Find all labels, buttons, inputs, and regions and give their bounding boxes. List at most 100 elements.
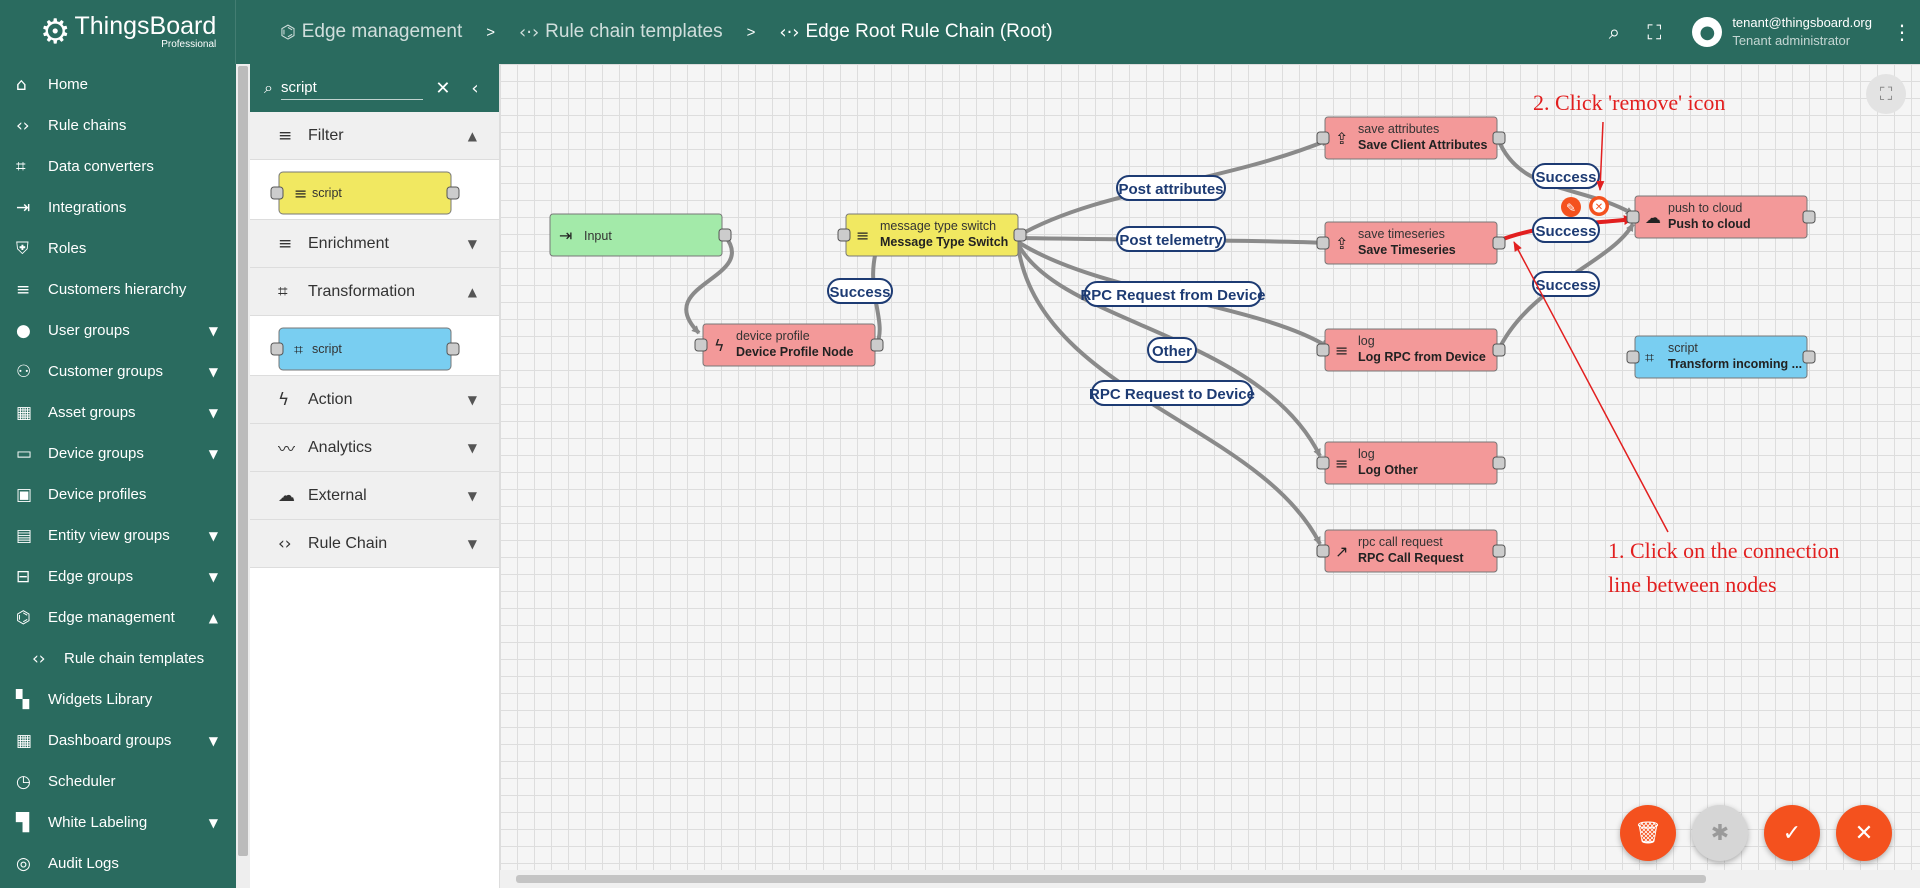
canvas-scroll-thumb[interactable] [516,875,1706,883]
transform-icon: ⌗ [278,281,288,302]
sidebar-item-device-groups[interactable]: ▭Device groups▼ [16,443,218,464]
svg-text:Other: Other [1152,343,1192,360]
sidebar-item-customer-groups[interactable]: ⚇Customer groups▼ [16,361,218,382]
canvas-horizontal-scrollbar[interactable] [500,870,1920,888]
sidebar-item-rule-chains[interactable]: ‹›Rule chains [16,115,127,136]
library-node-label: script [312,342,342,356]
edge-label-success-attr[interactable]: Success [1532,163,1600,189]
svg-text:Save Timeseries: Save Timeseries [1358,243,1456,257]
sidebar-item-customers-hierarchy[interactable]: ≡Customers hierarchy [16,279,187,300]
svg-text:Post telemetry: Post telemetry [1119,232,1223,249]
sidebar-item-entity-view-groups[interactable]: ▤Entity view groups▼ [16,525,218,546]
connection-other[interactable] [1016,243,1322,457]
library-section-enrichment[interactable]: ≡Enrichment▼ [250,220,499,268]
sidebar-item-asset-groups[interactable]: ▦Asset groups▼ [16,402,218,423]
sidebar-item-edge-management[interactable]: ⌬Edge management▲ [16,607,218,628]
node-script-transform[interactable]: ⌗ script Transform incoming ... [1626,335,1816,379]
close-icon[interactable]: ✕ [435,77,451,99]
sidebar-item-audit-logs[interactable]: ◎Audit Logs [16,853,119,874]
edge-label-success-dp[interactable]: Success [827,278,893,304]
sidebar-item-scheduler[interactable]: ◷Scheduler [16,771,116,792]
rule-chain-icon: ‹› [278,533,292,554]
node-rpc-call-request[interactable]: ↗ rpc call request RPC Call Request [1316,529,1506,573]
sidebar-item-white-labeling[interactable]: ▜White Labeling▼ [16,812,218,833]
breadcrumb-separator: > [746,23,756,41]
menu-icon: ≡ [1335,454,1348,473]
node-port [1492,343,1506,357]
top-right-controls: ⌕ ⛶ ● tenant@thingsboard.org Tenant admi… [1594,0,1920,64]
library-section-analytics[interactable]: 〰Analytics▼ [250,424,499,472]
sidebar-item-integrations[interactable]: ⇥Integrations [16,197,127,218]
node-device-profile[interactable]: ϟ device profile Device Profile Node [694,323,884,367]
sidebar-item-roles[interactable]: ⛨Roles [16,238,87,259]
edge-label-success-ts[interactable]: Success [1532,217,1600,243]
search-icon[interactable]: ⌕ [1608,20,1620,44]
more-vert-icon[interactable]: ⋮ [1892,20,1912,44]
user-info[interactable]: tenant@thingsboard.org Tenant administra… [1732,14,1872,50]
sidebar-scrollbar[interactable] [236,64,250,888]
debug-button[interactable]: ✱ [1692,805,1748,861]
widgets-icon: ▚ [16,689,30,710]
chevron-left-icon[interactable]: ‹ [471,77,479,99]
logo[interactable]: ⚙ ThingsBoard Professional [0,0,236,64]
node-log-rpc-from-device[interactable]: ≡ log Log RPC from Device [1316,328,1506,372]
canvas-fullscreen-button[interactable]: ⛶ [1866,74,1906,114]
library-node-transformation-script[interactable] [278,327,452,371]
edge-label-post-telemetry[interactable]: Post telemetry [1116,226,1226,252]
apply-button[interactable]: ✓ [1764,805,1820,861]
sidebar-item-dashboard-groups[interactable]: ▦Dashboard groups▼ [16,730,218,751]
edge-label-rpc-from-device[interactable]: RPC Request from Device [1080,281,1266,307]
edge-label-rpc-to-device[interactable]: RPC Request to Device [1089,380,1255,406]
svg-text:Success: Success [1536,277,1597,294]
breadcrumb-edge-management[interactable]: ⌬ Edge management [280,21,463,43]
sidebar-item-device-profiles[interactable]: ▣Device profiles [16,484,147,505]
node-log-other[interactable]: ≡ log Log Other [1316,441,1506,485]
chevron-up-icon: ▲ [208,610,218,625]
menu-icon: ≡ [1335,341,1348,360]
node-port [1316,544,1330,558]
svg-text:RPC Request to Device: RPC Request to Device [1089,386,1255,403]
edge-label-other[interactable]: Other [1147,337,1197,363]
svg-text:push to cloud: push to cloud [1668,201,1742,215]
sidebar: ⌂Home ‹›Rule chains ⌗Data converters ⇥In… [0,64,236,888]
node-message-type-switch[interactable]: ≡ message type switch Message Type Switc… [837,213,1027,257]
sidebar-scroll-thumb[interactable] [238,66,248,856]
node-push-to-cloud[interactable]: ☁ push to cloud Push to cloud [1626,195,1816,239]
fullscreen-icon[interactable]: ⛶ [1647,20,1662,44]
cloud-upload-icon: ☁ [1645,208,1661,227]
library-section-rule-chain[interactable]: ‹›Rule Chain▼ [250,520,499,568]
breadcrumb-rule-chain-templates[interactable]: ‹·› Rule chain templates [519,21,723,43]
edge-edit-button[interactable] [1561,197,1581,217]
cancel-button[interactable]: ✕ [1836,805,1892,861]
rule-chain-canvas[interactable]: ⛶ [500,64,1920,870]
node-save-attributes[interactable]: ⇪ save attributes Save Client Attributes [1316,116,1506,160]
node-port [1802,210,1816,224]
sidebar-item-widgets-library[interactable]: ▚Widgets Library [16,689,153,710]
library-section-filter[interactable]: ≡Filter▲ [250,112,499,160]
upload-icon: ⇪ [1335,234,1348,253]
search-icon: ⌕ [264,78,273,97]
library-section-transformation[interactable]: ⌗Transformation▲ [250,268,499,316]
sidebar-item-home[interactable]: ⌂Home [16,74,89,95]
sidebar-item-rule-chain-templates[interactable]: ‹›Rule chain templates [32,648,205,669]
home-icon: ⌂ [16,74,27,95]
chevron-down-icon: ▼ [208,733,218,748]
delete-button[interactable]: 🗑 [1620,805,1676,861]
edge-label-post-attributes[interactable]: Post attributes [1116,175,1226,201]
avatar[interactable]: ● [1692,17,1723,47]
svg-text:script: script [1668,341,1698,355]
sidebar-item-data-converters[interactable]: ⌗Data converters [16,156,154,177]
library-section-external[interactable]: ☁External▼ [250,472,499,520]
filter-icon: ≡ [856,226,869,245]
connection-input-device-profile[interactable] [684,234,734,335]
edge-icon: ⌬ [16,607,31,628]
edge-icon: ⌬ [280,21,296,43]
sidebar-item-edge-groups[interactable]: ⊟Edge groups▼ [16,566,218,587]
library-search-input[interactable] [280,76,423,100]
edge-label-success-log[interactable]: Success [1532,271,1600,297]
chevron-down-icon: ▼ [208,405,218,420]
sidebar-item-user-groups[interactable]: ●User groups▼ [16,320,218,341]
node-save-timeseries[interactable]: ⇪ save timeseries Save Timeseries [1316,221,1506,265]
node-input[interactable]: ⇥ Input [549,213,732,257]
